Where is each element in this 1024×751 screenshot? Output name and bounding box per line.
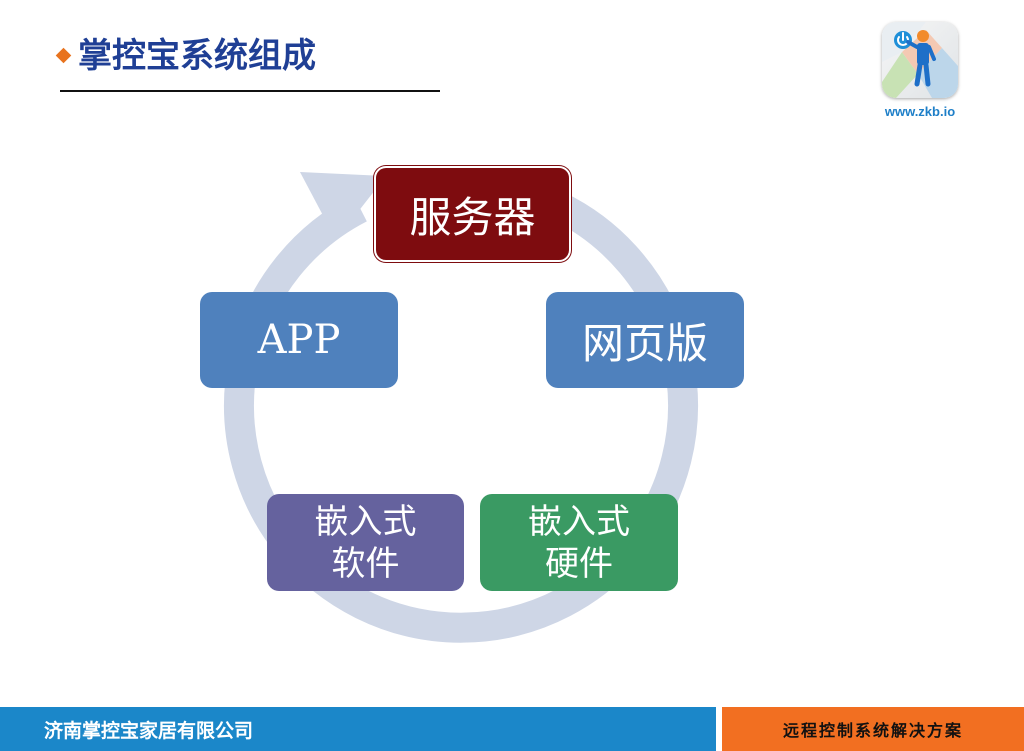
node-web-label: 网页版 [581,318,708,368]
node-embedded-software: 嵌入式 软件 [267,494,464,591]
node-server-label: 服务器 [409,192,536,242]
node-embedded-hardware-label: 嵌入式 硬件 [528,501,630,584]
person-with-power-icon [882,22,958,98]
node-embedded-hardware: 嵌入式 硬件 [480,494,678,591]
node-app: APP [200,292,398,388]
node-server: 服务器 [374,166,571,262]
footer-company: 济南掌控宝家居有限公司 [44,719,254,742]
footer-tagline: 远程控制系统解决方案 [782,721,963,740]
node-embedded-software-label: 嵌入式 软件 [314,501,417,584]
footer-tagline-bar: 远程控制系统解决方案 [722,707,1024,751]
page-title: 掌控宝系统组成 [78,36,316,76]
website-url[interactable]: www.zkb.io [884,104,956,119]
node-web: 网页版 [546,292,744,388]
title-underline [60,90,440,92]
footer-company-bar: 济南掌控宝家居有限公司 [0,707,716,751]
arrow-head-icon [300,172,386,240]
node-app-label: APP [257,317,341,363]
